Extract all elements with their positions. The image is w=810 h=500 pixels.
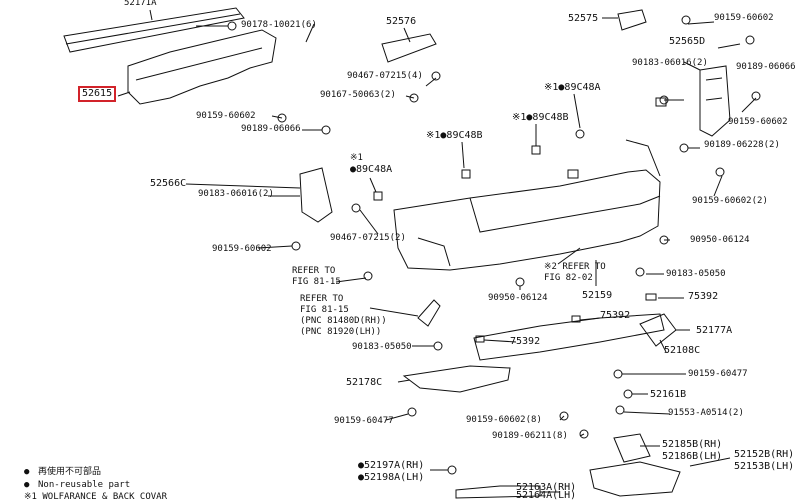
- label-75392-right: 75392: [688, 291, 719, 302]
- label-75392-mid: 75392: [600, 310, 631, 321]
- label-52576: 52576: [386, 16, 417, 27]
- label-89C48A-right: ※1●89C48A: [544, 82, 601, 93]
- label-90189-06066-left: 90189-06066: [241, 124, 301, 134]
- label-90189-06066-right: 90189-06066: [736, 62, 796, 72]
- label-52177A: 52177A: [696, 325, 733, 336]
- label-89C48A-left: ●89C48A: [350, 164, 393, 175]
- label-90950-06124-mid: 90950-06124: [488, 293, 548, 303]
- bracket-52566C: [299, 167, 333, 223]
- label-52152B-RH: 52152B(RH): [734, 449, 795, 460]
- label-52185B-RH: 52185B(RH): [662, 439, 723, 450]
- label-52161B: 52161B: [650, 389, 687, 400]
- label-90159-60477-left: 90159-60477: [334, 416, 394, 426]
- bumper-cover-52159: [393, 169, 661, 271]
- absorber-52615: [127, 29, 277, 105]
- legend-note-1: ※1 WOLFARANCE & BACK COVAR: [24, 492, 168, 500]
- label-89C48B-left: ※1●89C48B: [426, 130, 483, 141]
- bracket-52576: [381, 33, 437, 63]
- label-52198A-LH: ●52198A(LH): [358, 472, 425, 483]
- legend-dot-icon-1: ●: [24, 467, 30, 477]
- label-90183-05050-right: 90183-05050: [666, 269, 726, 279]
- label-52197A-RH: ●52197A(RH): [358, 460, 425, 471]
- label-90183-06016-top: 90183-06016(2): [632, 58, 708, 68]
- label-90183-06016-left: 90183-06016(2): [198, 189, 274, 199]
- label-52575: 52575: [568, 13, 599, 24]
- label-52565D: 52565D: [669, 36, 706, 47]
- bracket-52177A: [639, 313, 677, 347]
- label-52615-highlighted: 52615: [78, 86, 117, 102]
- label-52186B-LH: 52186B(LH): [662, 451, 723, 462]
- bracket-52565D: [699, 65, 731, 137]
- label-90467-07215-4: 90467-07215(4): [347, 71, 423, 81]
- label-refer-fig-81-15-a: REFER TO FIG 81-15: [292, 266, 341, 287]
- label-90950-06124-right: 90950-06124: [690, 235, 750, 245]
- label-90189-06211: 90189-06211(8): [492, 431, 568, 441]
- piece-52163A: [455, 485, 541, 499]
- label-90189-06228: 90189-06228(2): [704, 140, 780, 150]
- legend-non-reusable-en: Non-reusable part: [38, 480, 131, 490]
- clip-52575: [617, 9, 647, 31]
- label-52153B-LH: 52153B(LH): [734, 461, 795, 472]
- label-90159-60602-left: 90159-60602: [196, 111, 256, 121]
- label-52159: 52159: [582, 290, 613, 301]
- label-91553-A0514: 91553-A0514(2): [668, 408, 744, 418]
- label-90159-60602-8: 90159-60602(8): [466, 415, 542, 425]
- label-52108C: 52108C: [664, 345, 701, 356]
- label-refer-fig-81-15-b: REFER TO FIG 81-15 (PNC 81480D(RH)) (PNC…: [300, 294, 387, 337]
- reinforcement-52171A: [63, 7, 245, 53]
- label-52171A: 52171A: [124, 0, 157, 8]
- label-refer-fig-82-02: ※2 REFER TO FIG 82-02: [544, 262, 606, 283]
- label-75392-left: 75392: [510, 336, 541, 347]
- label-52178C: 52178C: [346, 377, 383, 388]
- label-52566C: 52566C: [150, 178, 187, 189]
- label-note-1: ※1: [350, 153, 363, 163]
- moulding-52108C: [473, 313, 665, 361]
- label-90183-05050-left: 90183-05050: [352, 342, 412, 352]
- label-90159-60602-2: 90159-60602(2): [692, 196, 768, 206]
- label-90159-60602-right: 90159-60602: [728, 117, 788, 127]
- label-89C48B-mid: ※1●89C48B: [512, 112, 569, 123]
- garnish-52178C: [402, 365, 511, 393]
- reflector-piece: [417, 299, 441, 327]
- label-90467-07215-2: 90467-07215(2): [330, 233, 406, 243]
- legend-dot-icon-2: ●: [24, 480, 30, 490]
- label-90159-60477-right: 90159-60477: [688, 369, 748, 379]
- cover-52152B: [589, 461, 681, 497]
- label-90167-50063: 90167-50063(2): [320, 90, 396, 100]
- legend-non-reusable-jp: 再使用不可部品: [38, 467, 102, 477]
- label-52163A-RH: 52163A(RH): [516, 482, 577, 493]
- label-52164A-LH: 52164A(LH): [516, 490, 577, 500]
- label-90159-60602-lower: 90159-60602: [212, 244, 272, 254]
- label-90178-10021: 90178-10021(6): [241, 20, 317, 30]
- bracket-52185B: [613, 433, 651, 463]
- label-90159-60602-top: 90159-60602: [714, 13, 774, 23]
